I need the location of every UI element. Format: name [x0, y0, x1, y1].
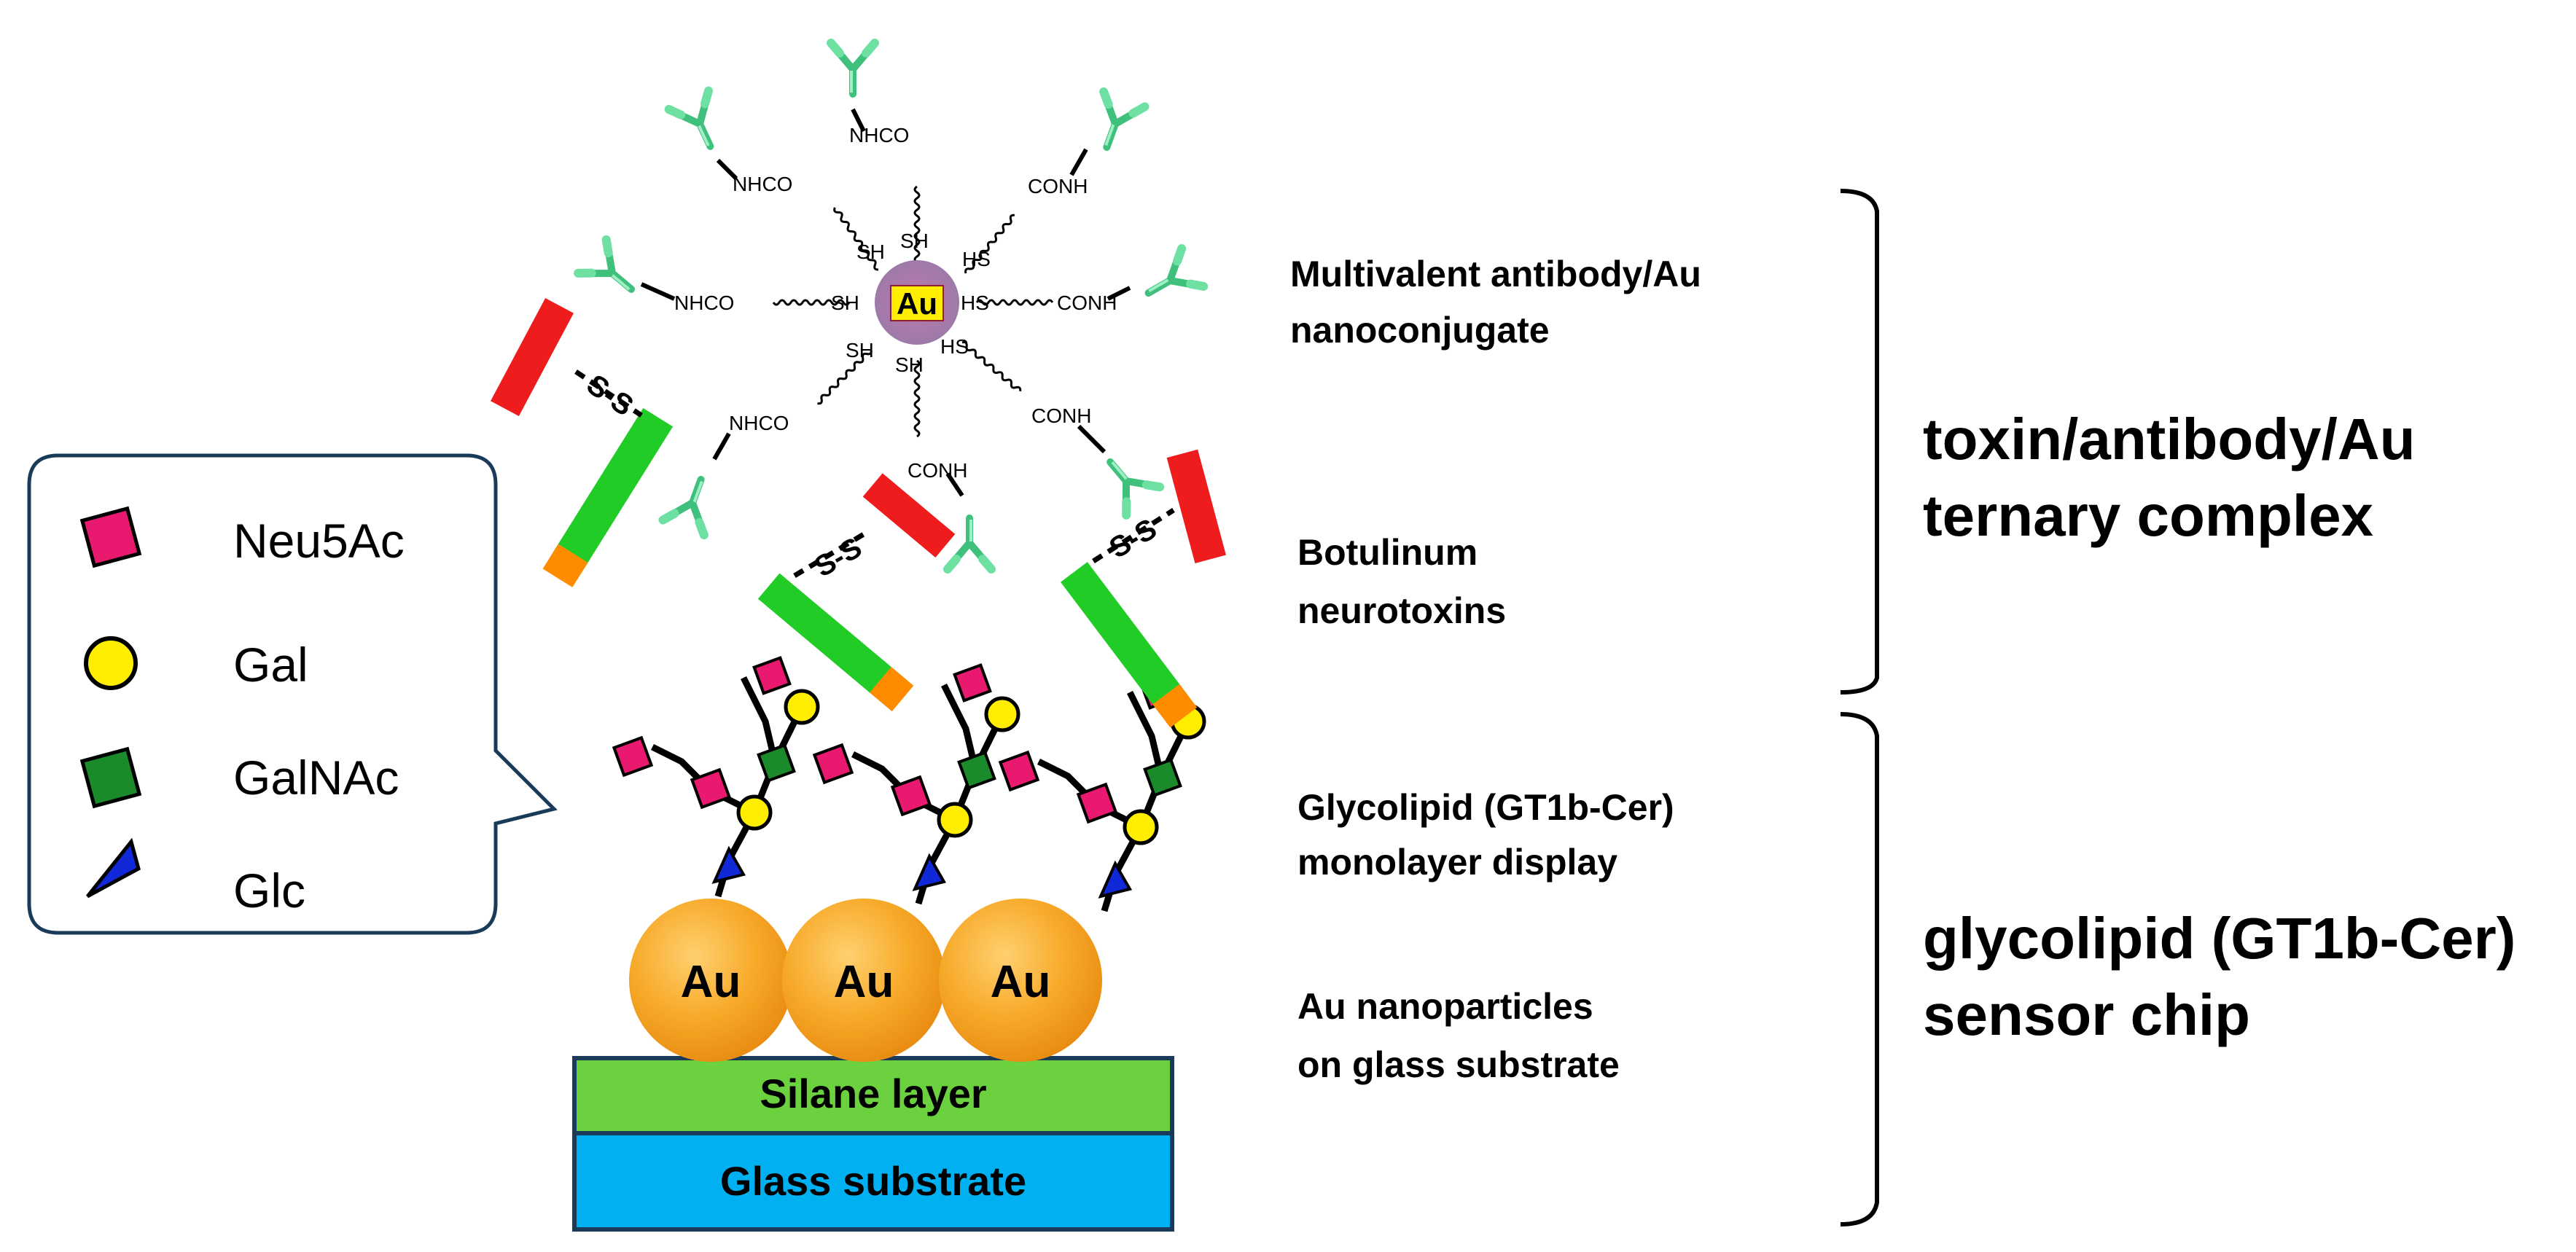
nhco-label: NHCO — [733, 173, 792, 195]
toxin-bound-right: S-S — [1061, 449, 1226, 728]
annotation-multivalent-line1: Multivalent antibody/Au — [1290, 254, 1701, 294]
au-particle-label-1: Au — [681, 957, 741, 1007]
annotation-au-nano-line1: Au nanoparticles — [1297, 986, 1593, 1027]
antibody-icon — [669, 91, 730, 156]
antibody-icon — [663, 472, 721, 535]
sh-label: SH — [846, 339, 874, 361]
group-sensor-line1: glycolipid (GT1b-Cer) — [1923, 906, 2515, 971]
galnac-icon — [757, 743, 796, 783]
neu5ac-icon — [612, 735, 654, 778]
annotation-glycolipid-line1: Glycolipid (GT1b-Cer) — [1297, 787, 1674, 828]
toxin-upper-left: S-S — [491, 298, 674, 587]
antibody-icon — [948, 518, 991, 569]
conh-label: CONH — [1031, 404, 1091, 427]
legend-label-gal: Gal — [233, 638, 308, 692]
group-ternary-line2: ternary complex — [1923, 483, 2373, 548]
conh-label: CONH — [908, 459, 967, 482]
conh-label: CONH — [1057, 292, 1117, 314]
au-core-label: Au — [897, 286, 937, 321]
neu5ac-legend-icon — [79, 506, 142, 568]
annotation-au-nano-line2: on glass substrate — [1297, 1044, 1620, 1085]
brackets — [1840, 189, 1879, 1226]
antibody-icon — [1086, 92, 1144, 154]
nhco-label: NHCO — [729, 412, 789, 434]
annotations: Multivalent antibody/Au nanoconjugate Bo… — [1290, 254, 1701, 1085]
neu5ac-icon — [690, 767, 732, 810]
glass-label: Glass substrate — [720, 1158, 1026, 1204]
silane-label: Silane layer — [760, 1071, 986, 1116]
antibody-icon — [1138, 249, 1204, 312]
glycan-chain — [612, 656, 820, 898]
group-labels: toxin/antibody/Au ternary complex glycol… — [1923, 407, 2515, 1047]
antibody-icon — [578, 240, 645, 306]
sh-label: SH — [856, 240, 885, 263]
glycan-chain — [814, 656, 1018, 904]
legend-label-glc: Glc — [233, 864, 305, 918]
bracket-sensor — [1840, 712, 1879, 1226]
sh-label: SH — [900, 230, 929, 252]
au-particle-label-3: Au — [991, 957, 1051, 1007]
gal-icon — [784, 689, 820, 725]
au-particle-2 — [782, 899, 945, 1062]
nanoconjugate: Au SH SH HS SH HS SH SH HS NHCO NHCO CON… — [578, 43, 1203, 569]
au-particle-1 — [629, 899, 792, 1062]
antibody-icon — [831, 43, 875, 94]
hs-label: HS — [961, 292, 989, 314]
galnac-legend-icon — [79, 746, 142, 809]
au-particle-3 — [939, 899, 1102, 1062]
disulfide-label: S-S — [581, 368, 639, 422]
substrate: Silane layer Glass substrate — [572, 1056, 1174, 1232]
conh-label: CONH — [1028, 175, 1088, 197]
sh-label: SH — [831, 292, 859, 314]
hs-label: HS — [940, 335, 969, 358]
glc-legend-icon — [86, 837, 141, 899]
legend-label-neu5ac: Neu5Ac — [233, 514, 405, 568]
au-nanoparticles: Au Au Au — [629, 899, 1102, 1062]
annotation-botulinum-line1: Botulinum — [1297, 532, 1478, 573]
annotation-multivalent-line2: nanoconjugate — [1290, 310, 1550, 351]
nhco-label: NHCO — [849, 124, 909, 146]
legend-callout: Neu5Ac Gal GalNAc Glc — [27, 453, 558, 935]
hs-label: HS — [962, 248, 991, 270]
antibody-icon — [1093, 448, 1160, 515]
gal-legend-icon — [84, 636, 138, 690]
au-core — [890, 285, 944, 321]
gal-icon — [736, 794, 773, 831]
group-sensor-line2: sensor chip — [1923, 982, 2250, 1047]
group-ternary-line1: toxin/antibody/Au — [1923, 407, 2416, 472]
glass-substrate — [572, 1131, 1174, 1232]
glc-icon — [711, 845, 746, 884]
neu5ac-icon — [752, 656, 792, 695]
legend-label-galnac: GalNAc — [233, 751, 399, 805]
nhco-label: NHCO — [674, 292, 734, 314]
annotation-botulinum-line2: neurotoxins — [1297, 590, 1506, 631]
sh-label: SH — [895, 353, 924, 376]
bracket-ternary — [1840, 189, 1879, 695]
annotation-glycolipid-line2: monolayer display — [1297, 842, 1617, 883]
au-particle-label-2: Au — [834, 957, 894, 1007]
